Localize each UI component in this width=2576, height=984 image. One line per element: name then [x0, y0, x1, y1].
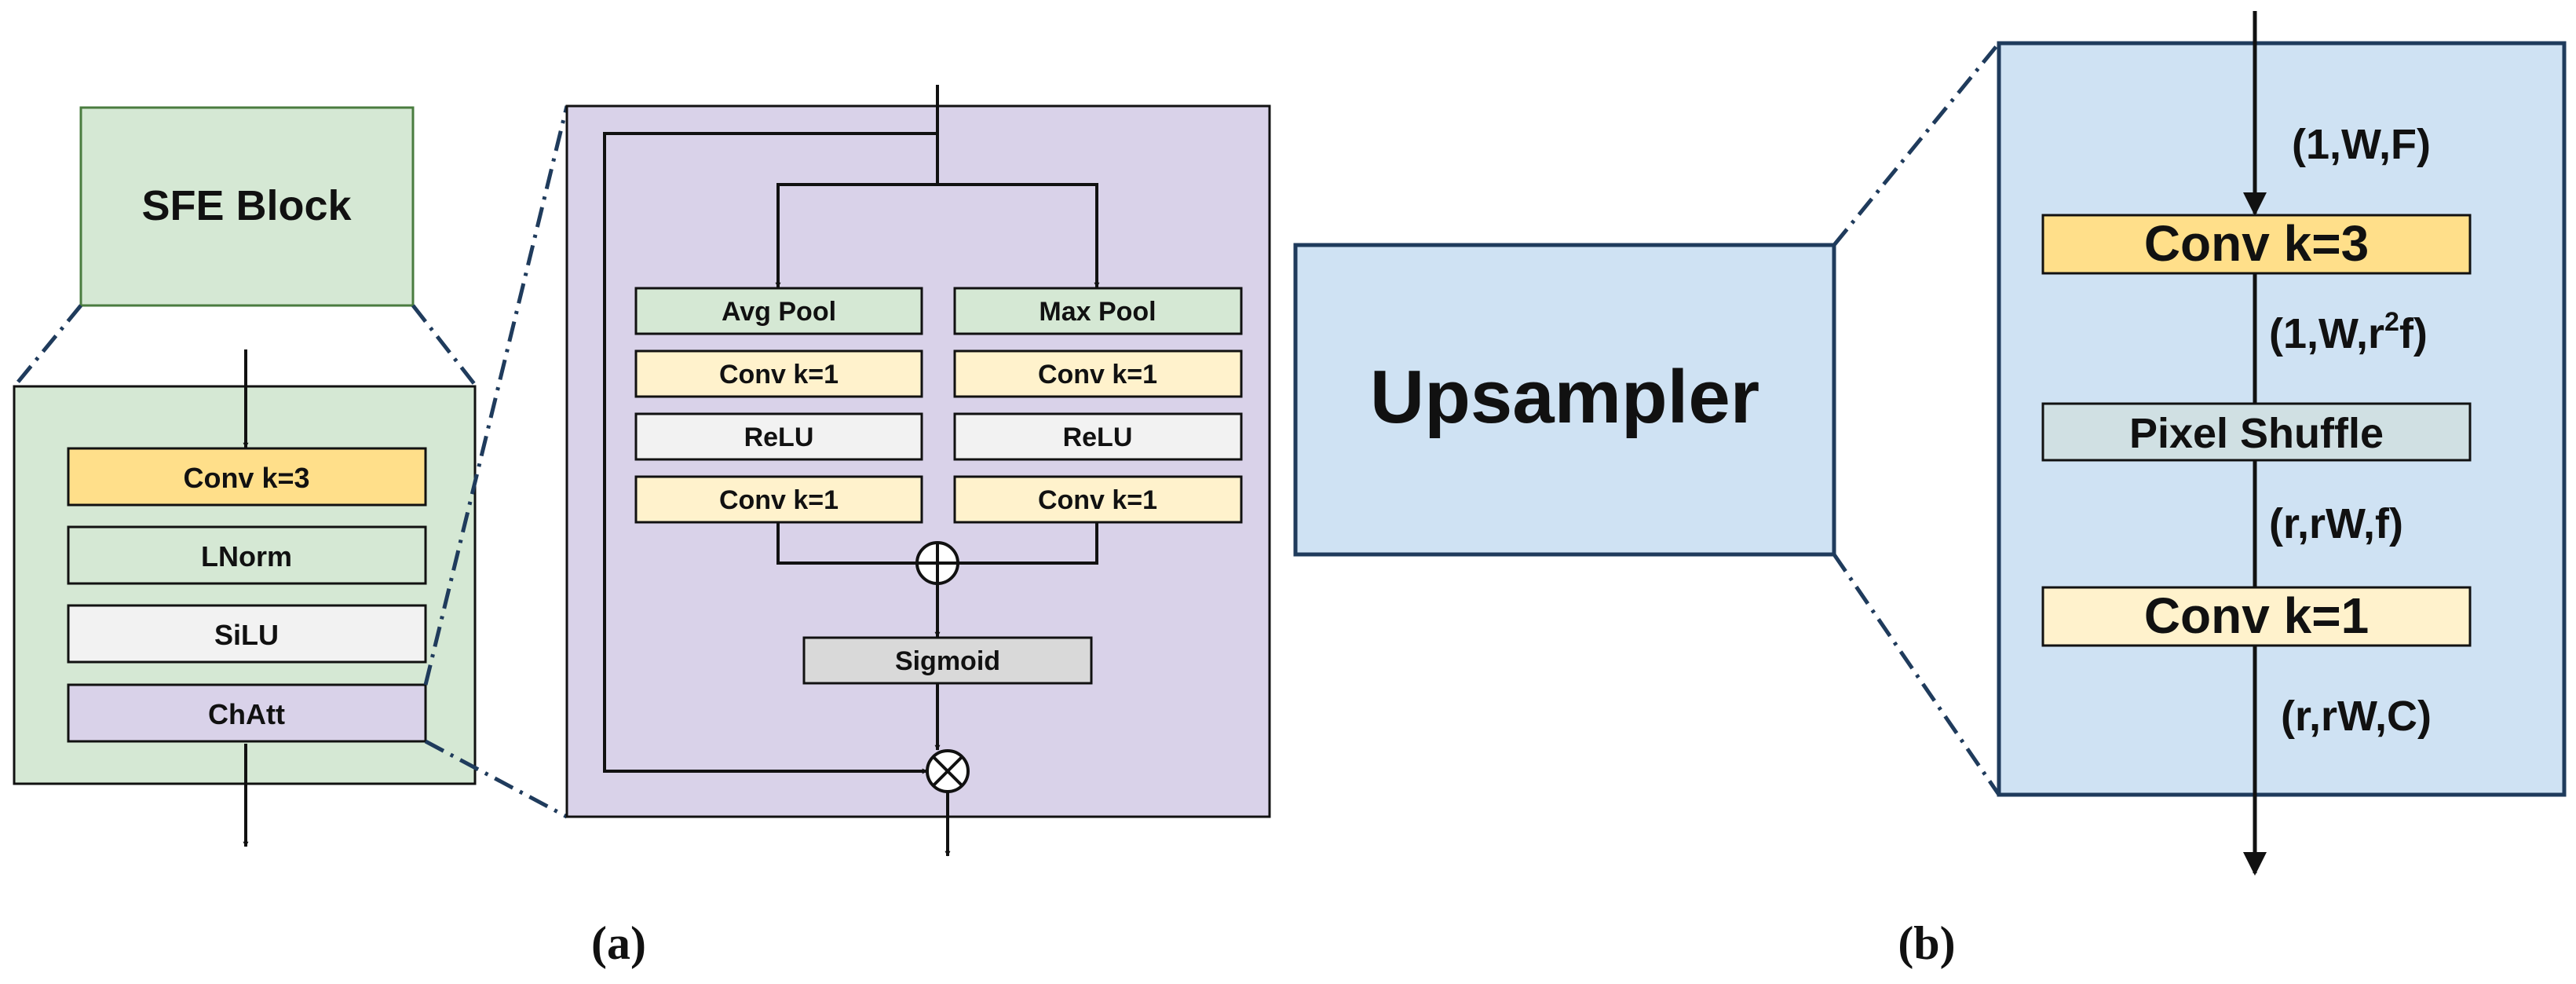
up-conv3-label: Conv k=3: [2144, 215, 2369, 272]
left-conv1a-box: [634, 349, 923, 398]
right-conv1a-label: Conv k=1: [1038, 360, 1157, 390]
left-conv1b-label: Conv k=1: [719, 485, 839, 515]
right-merge-wire: [958, 522, 1098, 565]
zoom-line-chatt-bottom: [424, 739, 568, 819]
left-conv1b-box: [634, 475, 923, 524]
right-conv1b-label: Conv k=1: [1038, 485, 1157, 515]
shape-1-label: (1,W,F): [2292, 121, 2431, 168]
shape-2-label: (1,W,r2f): [2269, 307, 2428, 357]
up-conv1-label: Conv k=1: [2144, 587, 2369, 644]
chatt-expanded-box: [565, 104, 1271, 818]
max-pool-box: [953, 287, 1243, 335]
chatt-expanded: Avg Pool Conv k=1 ReLU Conv k=1 Max Pool…: [565, 85, 1271, 857]
panel-a: SFE Block Conv k=3 LNorm SiLU ChAtt: [13, 85, 1271, 969]
sfe-conv3-box: [67, 447, 427, 507]
right-conv1b-box: [953, 475, 1243, 524]
chatt-skip-wire: [603, 132, 937, 774]
upsampler-block: Upsampler: [1293, 243, 1836, 557]
sfe-chatt-label: ChAtt: [208, 698, 285, 730]
sfe-block-box: [79, 106, 415, 307]
zoom-line-sfe-right: [411, 304, 477, 386]
upsampler-expanded: (1,W,F) Conv k=3 (1,W,r2f) Pixel Shuffle…: [1997, 11, 2567, 876]
sum-icon: [915, 541, 959, 585]
multiply-icon: [926, 749, 970, 793]
sfe-lnorm-label: LNorm: [201, 540, 292, 572]
left-relu-box: [634, 412, 923, 461]
upsampler-label: Upsampler: [1370, 355, 1759, 439]
left-merge-wire: [776, 522, 917, 565]
right-relu-label: ReLU: [1063, 422, 1133, 452]
caption-a: (a): [591, 917, 646, 969]
shape-2-superscript: 2: [2384, 307, 2399, 337]
left-relu-label: ReLU: [744, 422, 814, 452]
panel-b: Upsampler (1,W,F) Conv k=3 (1,W,r2f) Pix…: [1293, 11, 2567, 969]
pixel-shuffle-label: Pixel Shuffle: [2129, 410, 2384, 457]
sfe-block: SFE Block: [79, 106, 415, 307]
zoom-line-upsampler-top: [1832, 42, 2001, 247]
sfe-block-label: SFE Block: [141, 182, 352, 229]
sfe-silu-label: SiLU: [214, 619, 279, 651]
shape-4-label: (r,rW,C): [2281, 693, 2432, 740]
sfe-conv3-label: Conv k=3: [183, 462, 309, 494]
zoom-line-upsampler-bottom: [1832, 553, 2001, 796]
shape-3-label: (r,rW,f): [2269, 500, 2403, 547]
avg-pool-box: [634, 287, 923, 335]
sigmoid-label: Sigmoid: [895, 646, 1000, 676]
up-conv1-box: [2041, 586, 2472, 647]
zoom-line-sfe-left: [14, 304, 82, 386]
shape-2-prefix: (1,W,r: [2269, 310, 2384, 357]
sfe-lnorm-box: [67, 525, 427, 585]
caption-b: (b): [1898, 917, 1955, 969]
max-pool-label: Max Pool: [1039, 297, 1156, 327]
sfe-silu-box: [67, 604, 427, 664]
right-conv1a-box: [953, 349, 1243, 398]
sfe-chatt-box: [67, 683, 427, 743]
left-conv1a-label: Conv k=1: [719, 360, 839, 390]
avg-pool-label: Avg Pool: [722, 297, 836, 327]
sfe-expanded: Conv k=3 LNorm SiLU ChAtt: [13, 349, 477, 847]
upsampler-box: [1293, 243, 1836, 557]
chatt-right-branch-wire: [937, 183, 1100, 288]
chatt-left-branch-wire: [775, 183, 937, 288]
right-relu-box: [953, 412, 1243, 461]
pixel-shuffle-box: [2041, 402, 2472, 462]
shape-2-suffix: f): [2399, 310, 2428, 357]
sigmoid-box: [802, 636, 1093, 685]
